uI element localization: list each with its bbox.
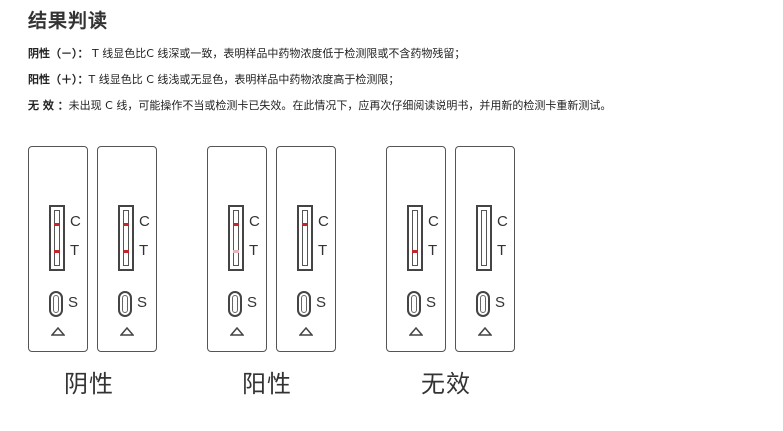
test-strip — [233, 210, 239, 266]
arrow-up-icon — [51, 327, 65, 336]
sample-mark: S — [426, 294, 437, 311]
sample-mark: S — [68, 294, 79, 311]
control-line-mark: C — [428, 213, 439, 230]
arrow-up-icon — [120, 327, 134, 336]
result-window — [49, 205, 65, 271]
sample-well — [228, 291, 242, 317]
control-line-mark: C — [318, 213, 329, 230]
t-line-band — [54, 250, 60, 253]
control-line-mark: C — [139, 213, 150, 230]
arrow-up-icon — [409, 327, 423, 336]
negative-label: 阴性（－）： — [28, 47, 89, 60]
arrow-up-icon — [299, 327, 313, 336]
result-window — [407, 205, 423, 271]
arrow-up-icon — [230, 327, 244, 336]
sample-mark: S — [137, 294, 148, 311]
positive-result-line: 阳性（＋）：T 线显色比 C 线浅或无显色，表明样品中药物浓度高于检测限； — [28, 73, 399, 87]
control-line-mark: C — [497, 213, 508, 230]
test-strip — [54, 210, 60, 266]
result-window — [228, 205, 244, 271]
sample-well-inner — [301, 295, 307, 313]
t-line-band — [123, 250, 129, 253]
test-strip — [481, 210, 487, 266]
sample-well — [49, 291, 63, 317]
test-line-mark: T — [70, 242, 80, 259]
sample-well — [407, 291, 421, 317]
test-line-mark: T — [139, 242, 149, 259]
sample-well — [118, 291, 132, 317]
result-window — [297, 205, 313, 271]
sample-mark: S — [247, 294, 258, 311]
sample-well — [297, 291, 311, 317]
test-line-mark: T — [249, 242, 259, 259]
section-title: 结果判读 — [28, 10, 109, 32]
c-line-band — [302, 223, 308, 226]
positive-description: T 线显色比 C 线浅或无显色，表明样品中药物浓度高于检测限； — [88, 73, 400, 86]
sample-well-inner — [232, 295, 238, 313]
sample-well-inner — [411, 295, 417, 313]
test-strip — [302, 210, 308, 266]
c-line-band — [54, 223, 60, 226]
sample-well-inner — [122, 295, 128, 313]
sample-mark: S — [316, 294, 327, 311]
test-strip — [412, 210, 418, 266]
invalid-label: 无 效 ： — [28, 99, 69, 112]
result-window — [476, 205, 492, 271]
group-label-invalid: 无效 — [421, 370, 471, 398]
test-line-mark: T — [318, 242, 328, 259]
test-strip — [123, 210, 129, 266]
invalid-description: 未出现 C 线，可能操作不当或检测卡已失效。在此情况下，应再次仔细阅读说明书，并… — [68, 99, 612, 112]
test-line-mark: T — [428, 242, 438, 259]
c-line-band — [123, 223, 129, 226]
sample-well-inner — [53, 295, 59, 313]
t-line-band — [412, 250, 418, 253]
sample-well-inner — [480, 295, 486, 313]
group-label-negative: 阴性 — [64, 370, 114, 398]
t-line-band — [233, 250, 239, 253]
result-window — [118, 205, 134, 271]
control-line-mark: C — [249, 213, 260, 230]
negative-description: T 线显色比C 线深或一致，表明样品中药物浓度低于检测限或不含药物残留； — [88, 47, 466, 60]
sample-well — [476, 291, 490, 317]
group-label-positive: 阳性 — [242, 370, 292, 398]
test-line-mark: T — [497, 242, 507, 259]
control-line-mark: C — [70, 213, 81, 230]
positive-label: 阳性（＋）： — [28, 73, 89, 86]
negative-result-line: 阴性（－）： T 线显色比C 线深或一致，表明样品中药物浓度低于检测限或不含药物… — [28, 47, 465, 61]
c-line-band — [233, 223, 239, 226]
invalid-result-line: 无 效 ：未出现 C 线，可能操作不当或检测卡已失效。在此情况下，应再次仔细阅读… — [28, 99, 611, 113]
sample-mark: S — [495, 294, 506, 311]
arrow-up-icon — [478, 327, 492, 336]
